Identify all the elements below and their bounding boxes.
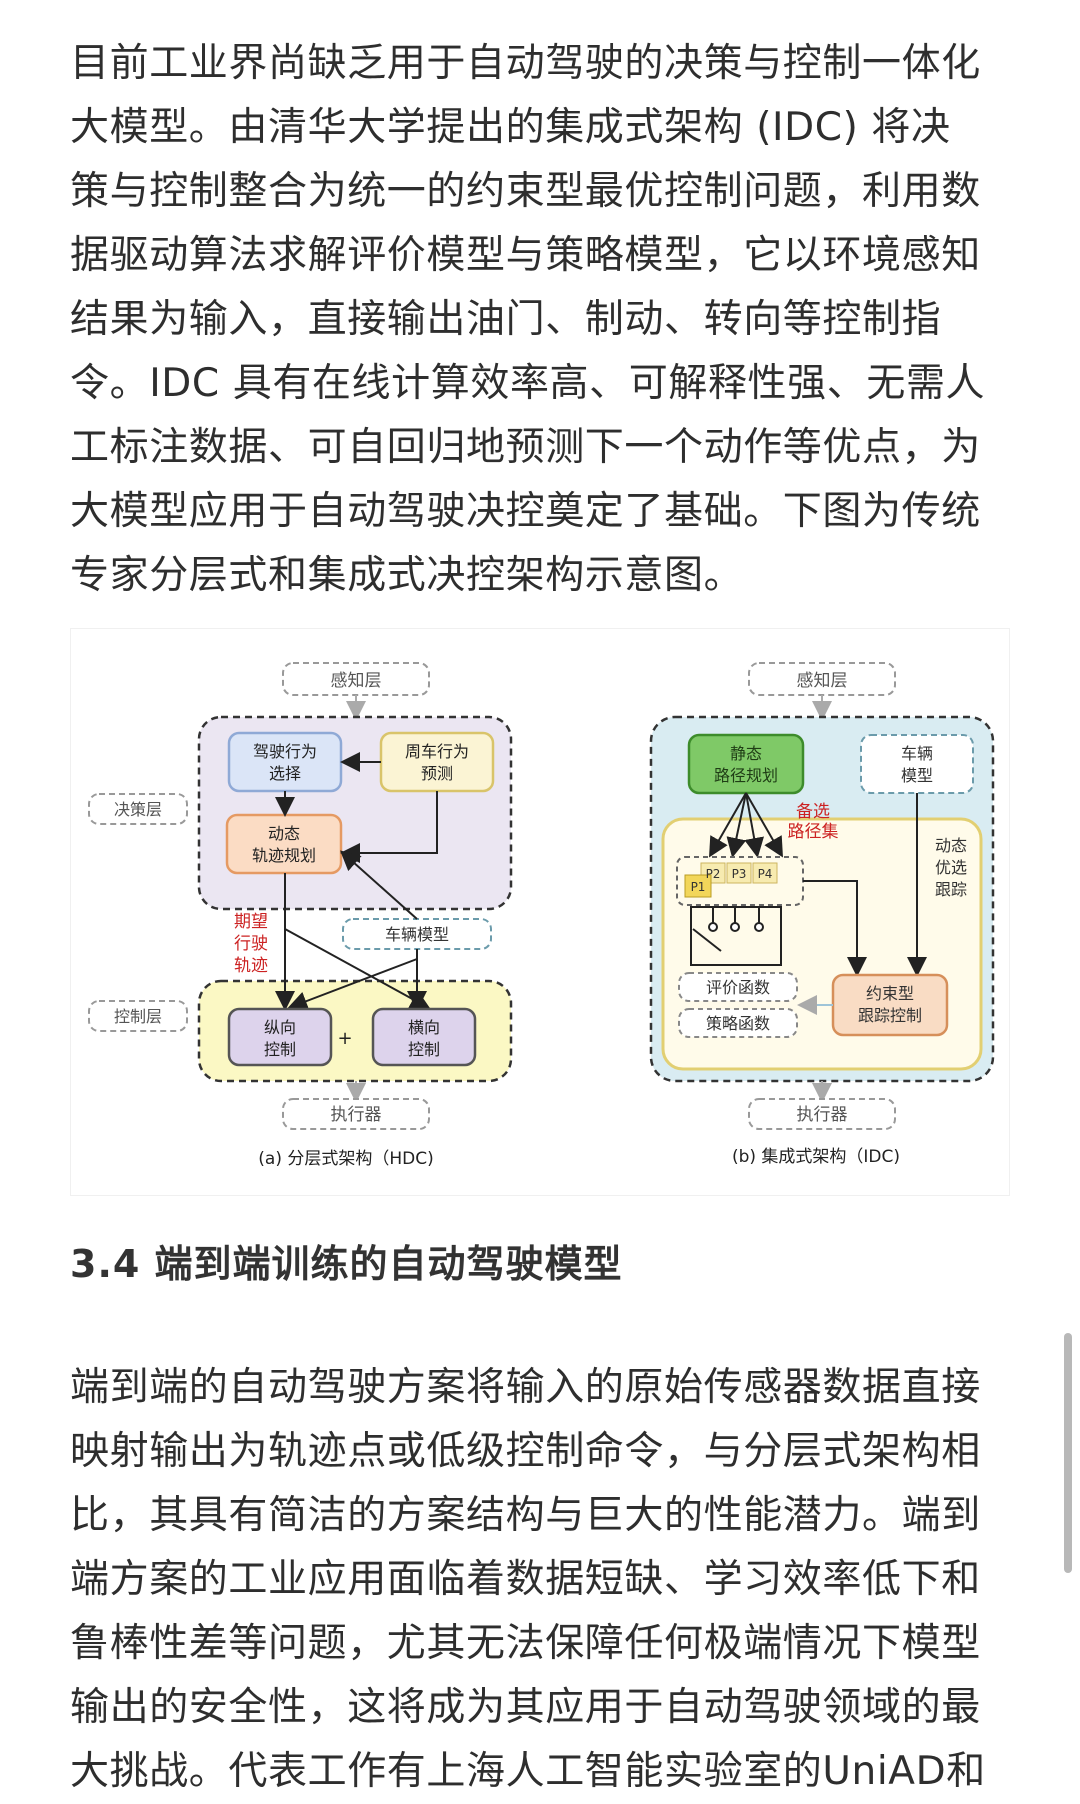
idc-path-p3: P3 <box>732 867 747 881</box>
hdc-perception-label: 感知层 <box>331 671 382 691</box>
idc-vehicle-model-box <box>860 734 974 794</box>
idc-vehicle-line2: 模型 <box>901 766 933 785</box>
hdc-expected-line3: 轨迹 <box>234 956 268 976</box>
end-to-end-paragraph: 端到端的自动驾驶方案将输入的原始传感器数据直接映射输出为轨迹点或低级控制命令，与… <box>70 1365 986 1794</box>
hdc-expected-line2: 行驶 <box>234 934 268 954</box>
hdc-lateral-line1: 横向 <box>408 1018 440 1037</box>
idc-dynamic-line1: 动态 <box>935 836 967 855</box>
idc-caption: (b) 集成式架构（IDC) <box>732 1147 900 1167</box>
idc-constraint-line1: 约束型 <box>866 984 914 1003</box>
architecture-figure: 感知层 决策层 驾驶行为 选择 周车行为 预测 动态 轨迹规划 期望 行 <box>70 628 1010 1196</box>
hdc-behavior-line2: 选择 <box>269 764 301 783</box>
hdc-actuator-label: 执行器 <box>331 1105 382 1125</box>
hdc-vehicle-model-label: 车辆模型 <box>385 925 449 944</box>
hdc-control-layer-label: 控制层 <box>114 1007 162 1026</box>
idc-value-fn-label: 评价函数 <box>706 978 770 997</box>
hdc-behavior-line1: 驾驶行为 <box>253 742 317 761</box>
idc-actuator-label: 执行器 <box>797 1105 848 1125</box>
idc-perception-label: 感知层 <box>797 671 848 691</box>
idc-candidate-line1: 备选 <box>796 802 830 822</box>
hdc-lateral-line2: 控制 <box>408 1040 440 1059</box>
scrollbar-thumb[interactable] <box>1064 1333 1072 1573</box>
hdc-control-layer-box <box>88 1000 188 1032</box>
hdc-decision-layer-box <box>88 793 188 825</box>
idc-diagram: 感知层 静态 路径规划 车辆 模型 备选 路径集 动态 优选 跟踪 <box>649 662 995 1167</box>
hdc-longitudinal-line2: 控制 <box>264 1040 296 1059</box>
hdc-dynamic-line2: 轨迹规划 <box>252 846 316 865</box>
idc-constraint-line2: 跟踪控制 <box>858 1006 922 1025</box>
architecture-diagram: 感知层 决策层 驾驶行为 选择 周车行为 预测 动态 轨迹规划 期望 行 <box>88 662 995 1169</box>
idc-static-line2: 路径规划 <box>714 766 778 785</box>
idc-path-p2: P2 <box>706 867 721 881</box>
hdc-expected-line1: 期望 <box>234 912 268 932</box>
idc-actuator-box <box>748 1098 896 1130</box>
intro-paragraph: 目前工业界尚缺乏用于自动驾驶的决策与控制一体化大模型。由清华大学提出的集成式架构… <box>70 41 986 598</box>
hdc-actuator-box <box>282 1098 430 1130</box>
hdc-longitudinal-line1: 纵向 <box>264 1018 296 1037</box>
hdc-surrounding-line1: 周车行为 <box>405 742 469 761</box>
idc-path-p4: P4 <box>758 867 773 881</box>
idc-dynamic-line2: 优选 <box>935 858 967 877</box>
idc-static-line1: 静态 <box>730 744 762 763</box>
hdc-caption: (a) 分层式架构（HDC) <box>258 1149 433 1169</box>
section-heading: 3.4 端到端训练的自动驾驶模型 <box>70 1242 623 1286</box>
idc-value-fn-box <box>678 972 798 1002</box>
hdc-decision-layer-label: 决策层 <box>114 800 162 819</box>
hdc-longitudinal-box <box>227 1007 333 1067</box>
idc-path-p1: P1 <box>691 880 706 894</box>
hdc-dynamic-line1: 动态 <box>268 824 300 843</box>
hdc-plus: + <box>337 1028 352 1049</box>
hdc-surrounding-line2: 预测 <box>421 764 453 783</box>
hdc-diagram: 感知层 决策层 驾驶行为 选择 周车行为 预测 动态 轨迹规划 期望 行 <box>88 662 513 1169</box>
hdc-lateral-box <box>371 1007 477 1067</box>
idc-candidate-line2: 路径集 <box>788 822 839 842</box>
idc-policy-fn-box <box>678 1008 798 1038</box>
idc-vehicle-line1: 车辆 <box>901 744 933 763</box>
idc-dynamic-line3: 跟踪 <box>935 880 967 899</box>
idc-policy-fn-label: 策略函数 <box>706 1014 770 1033</box>
